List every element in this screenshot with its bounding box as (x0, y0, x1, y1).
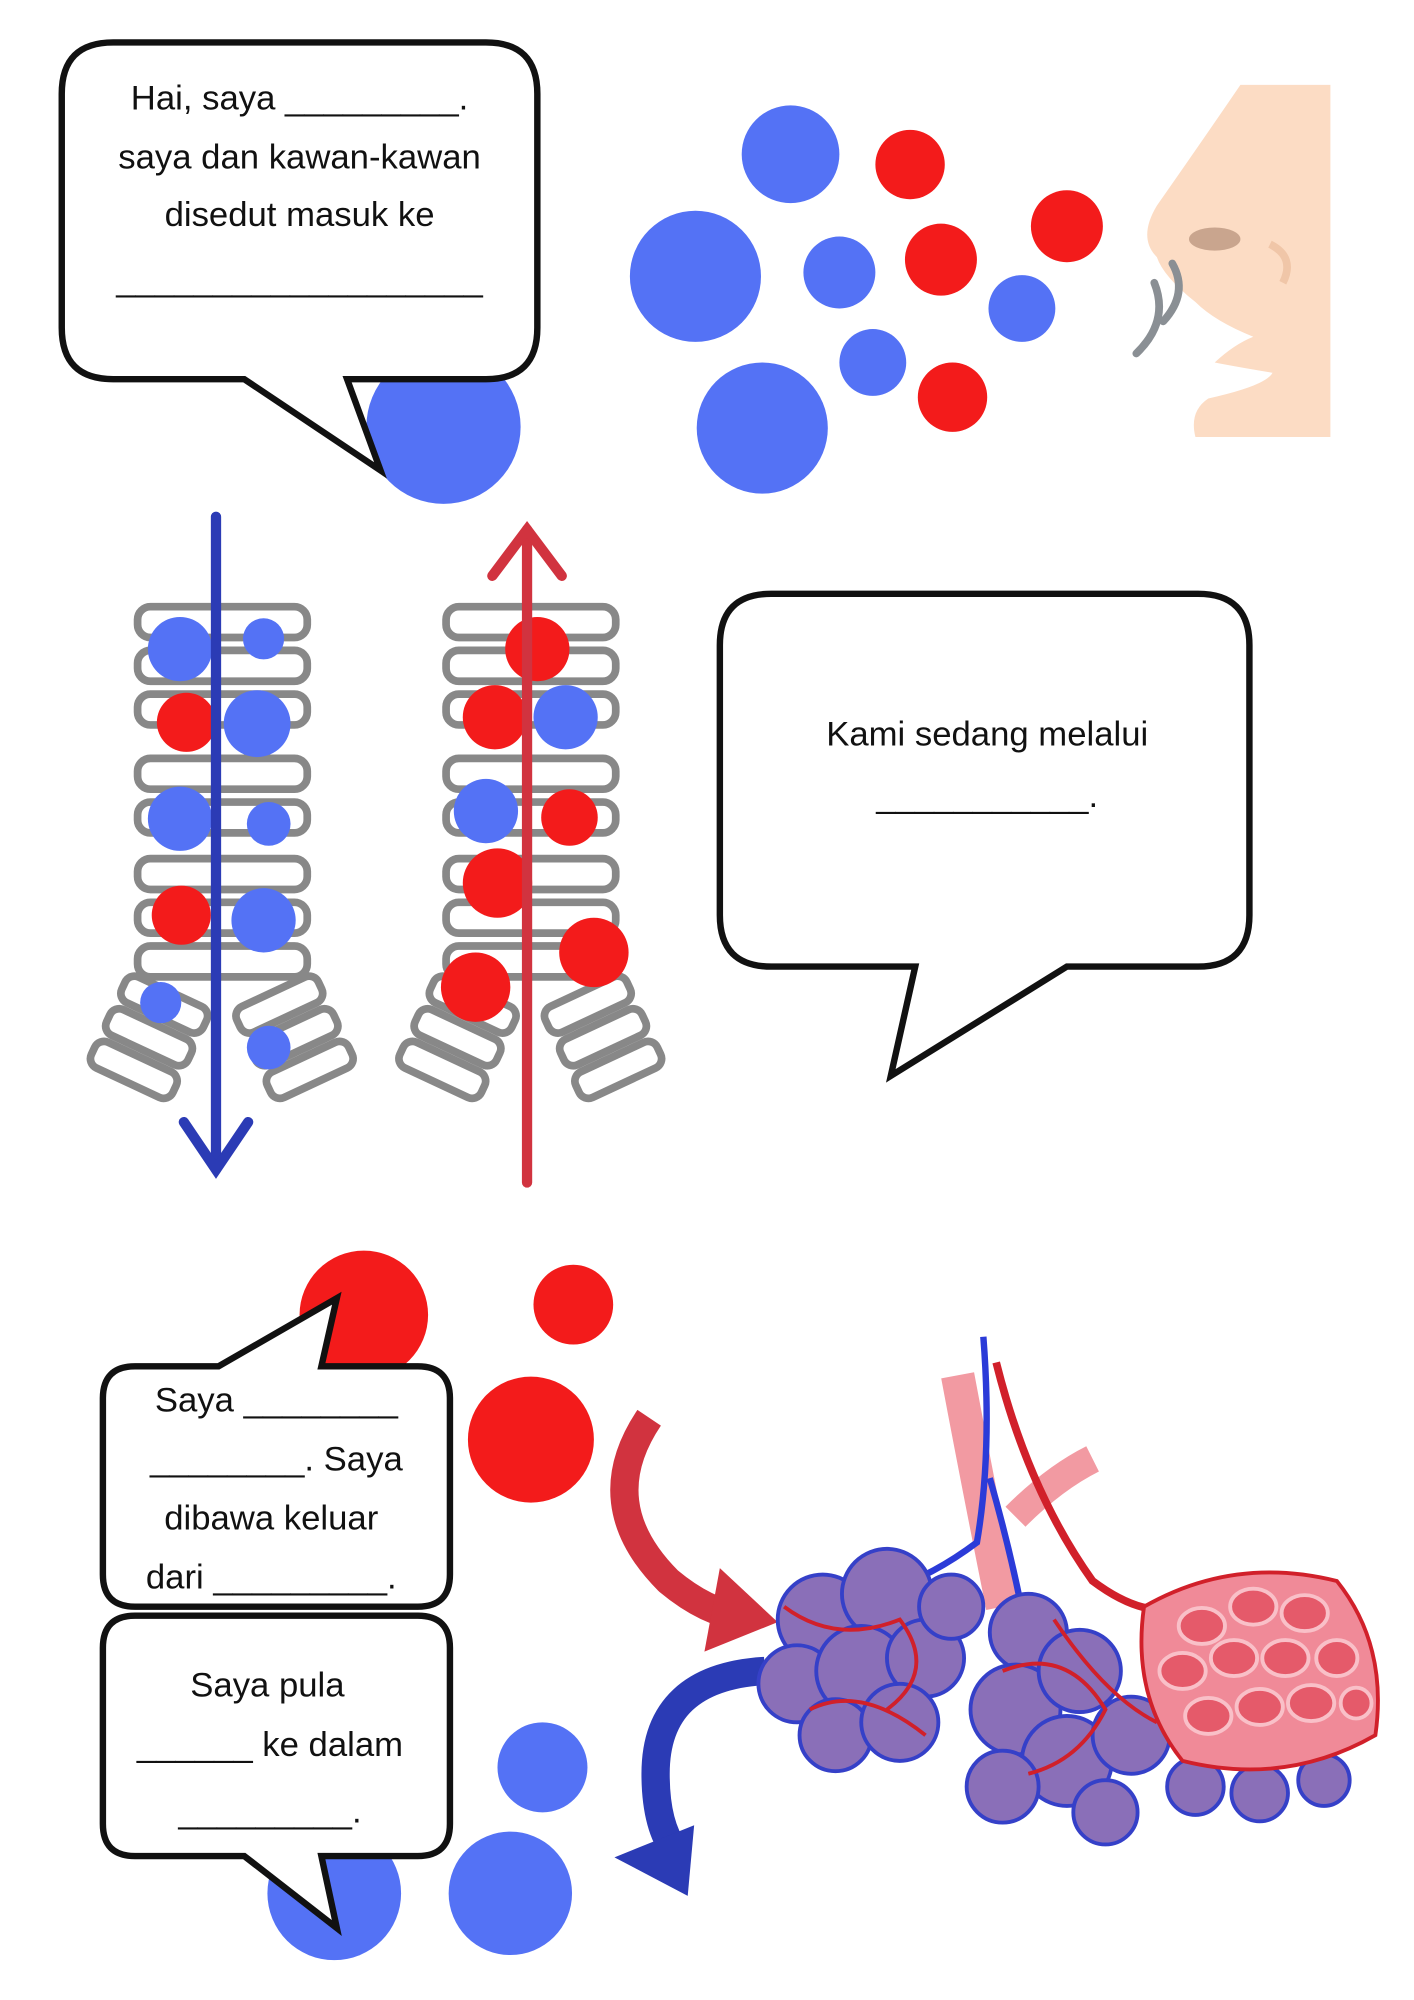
arrow-up-icon (487, 520, 567, 1188)
oxygen-molecules (267, 1722, 588, 1961)
air-molecules (629, 105, 1103, 494)
arrow-down-icon (178, 511, 254, 1179)
speech-bubble-inhale: Saya pula ______ ke dalam _________. (99, 1612, 454, 1936)
co2-molecules (299, 1250, 614, 1503)
curved-arrow-blue-icon (614, 1656, 766, 1896)
bubble-text-line: ___________________ (115, 260, 483, 298)
trachea-inhale (86, 602, 357, 1103)
oxygen-molecule (366, 349, 521, 504)
nose-icon (1132, 84, 1331, 438)
bubble-text-line: disedut masuk ke (165, 196, 435, 234)
molecules-trachea-exhale (440, 616, 629, 1022)
curved-arrow-red-icon (610, 1409, 778, 1652)
bubble-text-line: Saya ________ (155, 1381, 399, 1419)
bubble-text-line: _________. (177, 1793, 361, 1831)
bubble-text-line: ___________. (875, 777, 1098, 815)
bubble-text-line: Saya pula (190, 1667, 345, 1705)
molecules-trachea-inhale (140, 616, 296, 1070)
bubble-text-line: saya dan kawan-kawan (118, 138, 481, 176)
bubble-text-line: Hai, saya _________. (131, 79, 469, 117)
bubble-text-line: dari _________. (146, 1559, 397, 1597)
speech-bubble-trachea: Kami sedang melalui ___________. (716, 590, 1253, 1083)
bubble-text-line: dibawa keluar (164, 1500, 378, 1538)
bubble-text-line: ______ ke dalam (136, 1726, 403, 1764)
speech-bubble-nose: Hai, saya _________. saya dan kawan-kawa… (58, 39, 541, 479)
bubble-text-line: Kami sedang melalui (826, 716, 1148, 754)
speech-bubble-exhale: Saya ________ ________. Saya dibawa kelu… (99, 1291, 454, 1610)
bubble-text-line: ________. Saya (149, 1440, 403, 1478)
alveoli-illustration (756, 1336, 1380, 1847)
